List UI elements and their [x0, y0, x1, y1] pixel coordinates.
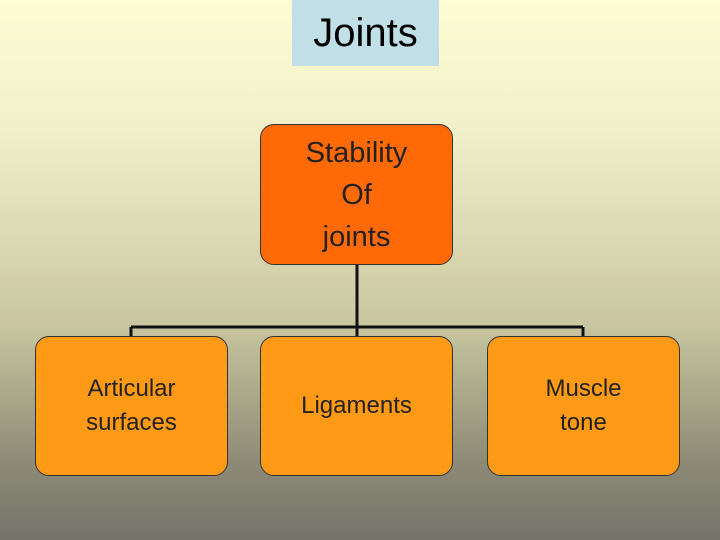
child-node-articular-surfaces: Articular surfaces [35, 336, 228, 476]
root-node-stability-of-joints: Stability Of joints [260, 124, 453, 265]
child-label-line: surfaces [86, 409, 177, 436]
child-node-muscle-tone: Muscle tone [487, 336, 680, 476]
slide-title: Joints [292, 0, 439, 66]
child-label-line: Ligaments [301, 392, 412, 419]
child-label-line: tone [560, 409, 607, 436]
root-label-line: Stability [305, 136, 408, 169]
child-label-line: Articular [87, 375, 176, 402]
root-label-line: joints [322, 220, 391, 253]
child-label-line: Muscle [545, 375, 622, 402]
child-node-ligaments: Ligaments [260, 336, 453, 476]
root-label-line: Of [341, 178, 372, 211]
